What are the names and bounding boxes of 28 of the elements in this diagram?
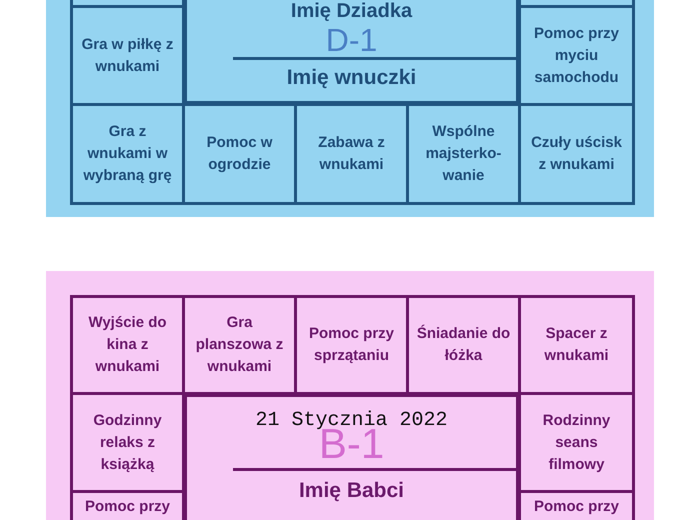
center-panel: [182, 0, 521, 106]
cell-text: Godzinny relaks z książką: [92, 410, 163, 474]
cell-text: Pomoc przy: [84, 497, 170, 517]
cell-text: Pomoc przy myciu samochodu: [532, 24, 620, 88]
cell-text: Rodzinny seans filmowy: [542, 410, 612, 474]
cell-text: Gra planszowa z wnukami: [194, 313, 284, 377]
bingo-cell: [518, 103, 635, 205]
card-background: [46, 271, 654, 520]
cell-text: Spacer z wnukami: [543, 324, 610, 366]
cell-text: Pomoc przy sprzątaniu: [308, 324, 396, 366]
cell-text: Wspólne majsterko- wanie: [424, 122, 502, 186]
cell-text: Pomoc w ogrodzie: [206, 133, 274, 175]
bingo-cell: [70, 295, 185, 395]
cell-text: Czuły uścisk z wnukami: [530, 133, 623, 175]
bingo-cell: [518, 295, 635, 395]
cell-text: Zabawa z wnukami: [317, 133, 386, 175]
card-background: [46, 0, 654, 217]
cell-text: Wyjście do kina z wnukami: [87, 313, 168, 377]
large-code-text: D-1: [324, 24, 378, 56]
name-text: Imię wnuczki: [286, 66, 418, 90]
cell-text: Gra w piłkę z wnukami: [80, 34, 174, 76]
cell-text: Śniadanie do łóżka: [416, 324, 512, 366]
heading-text: Imię Dziadka: [290, 0, 414, 23]
bingo-cell: [70, 103, 185, 205]
center-panel: [182, 392, 521, 520]
name-text: Imię Babci: [298, 479, 406, 503]
cell-text: Gra z wnukami w wybraną grę: [82, 122, 173, 186]
cell-text: Pomoc przy: [534, 497, 620, 517]
